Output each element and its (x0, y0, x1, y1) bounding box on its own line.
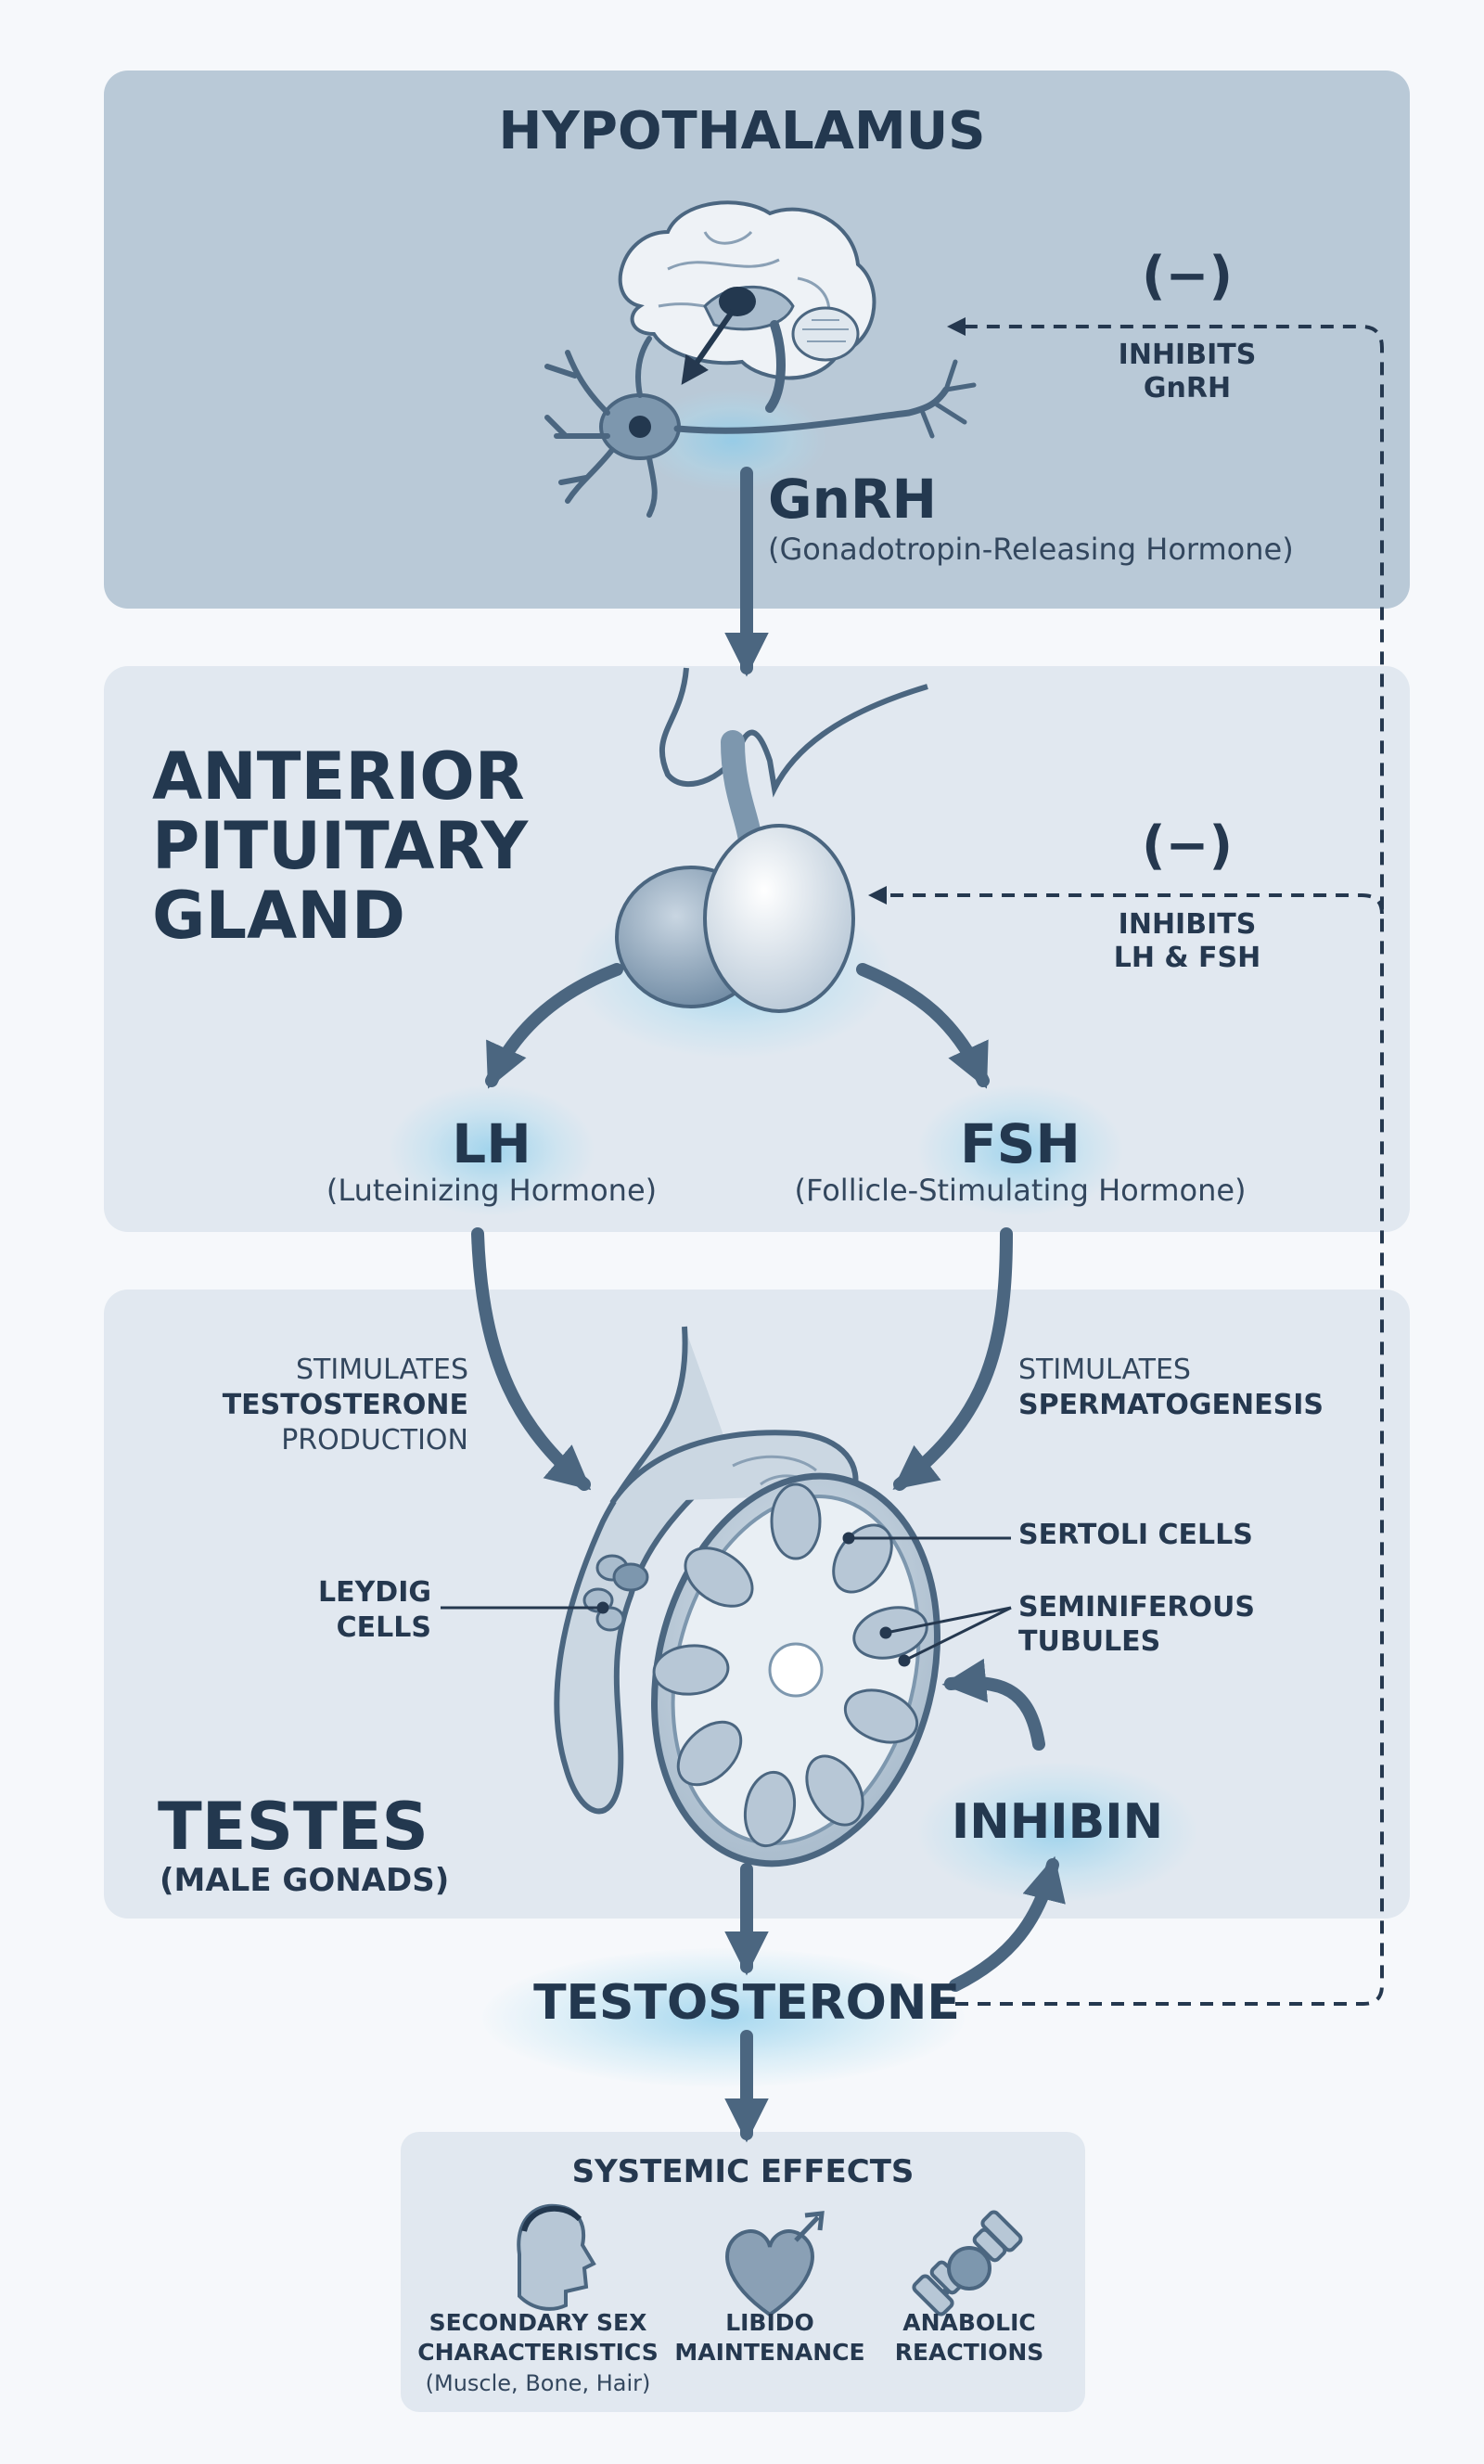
lh-glow (390, 1085, 594, 1215)
pituitary-title-line1: ANTERIOR (152, 738, 525, 815)
label-pointers (441, 1532, 1012, 1667)
flow-arrows (471, 467, 1066, 2143)
inhibits-lh-fsh-line1: INHIBITS (1118, 908, 1257, 941)
inhibits-gnrh-line1: INHIBITS (1118, 339, 1257, 371)
effect-anabolic-line1: ANABOLIC (902, 2309, 1036, 2336)
effect-anabolic-line2: REACTIONS (894, 2339, 1044, 2366)
fsh-label: FSH (960, 1112, 1081, 1175)
testis-illustration (554, 1326, 940, 1867)
systemic-effects-title: SYSTEMIC EFFECTS (571, 2153, 915, 2190)
leydig-cells-line1: LEYDIG (317, 1576, 431, 1609)
lh-full-name: (Luteinizing Hormone) (326, 1173, 658, 1208)
testosterone-glow (482, 1948, 965, 2087)
pituitary-title-line3: GLAND (152, 878, 405, 954)
fsh-to-testis-arrow (892, 1227, 1013, 1491)
inhibin-label: INHIBIN (951, 1794, 1164, 1850)
fsh-full-name: (Follicle-Stimulating Hormone) (794, 1173, 1247, 1208)
negative-feedback-line (868, 317, 1384, 2006)
lh-label: LH (452, 1112, 531, 1175)
seminiferous-tubules-line2: TUBULES (1018, 1625, 1161, 1658)
sertoli-cells-label: SERTOLI CELLS (1018, 1519, 1253, 1551)
male-head-icon (517, 2203, 596, 2311)
fsh-glow (918, 1085, 1122, 1215)
inhibin-to-testis-arrow (941, 1658, 1045, 1751)
lh-to-testis-arrow (471, 1227, 592, 1491)
feedback-minus-top: (−) (1141, 246, 1234, 306)
effect-secondary-note: (Muscle, Bone, Hair) (425, 2370, 651, 2396)
hypothalamus-title: HYPOTHALAMUS (498, 101, 986, 161)
brain-icon (618, 200, 876, 413)
fsh-effect-line2: SPERMATOGENESIS (1018, 1389, 1324, 1421)
gnrh-full-name: (Gonadotropin-Releasing Hormone) (768, 532, 1294, 567)
dumbbell-icon (912, 2210, 1023, 2316)
pituitary-to-lh-arrow (485, 963, 623, 1089)
heart-male-symbol-icon (725, 2211, 825, 2317)
neuron-icon (544, 336, 977, 518)
testosterone-to-inhibin-arrow (949, 1855, 1066, 1992)
pituitary-gland-icon (615, 667, 928, 1013)
inhibits-gnrh-line2: GnRH (1143, 372, 1232, 404)
lh-effect-line1: STIMULATES (296, 1354, 468, 1386)
leydig-cells-line2: CELLS (336, 1611, 431, 1644)
lh-effect-line3: PRODUCTION (281, 1424, 468, 1457)
effect-secondary-line1: SECONDARY SEX (429, 2309, 647, 2336)
effect-secondary-line2: CHARACTERISTICS (417, 2339, 659, 2366)
effect-libido-line1: LIBIDO (725, 2309, 814, 2336)
effect-libido-line2: MAINTENANCE (674, 2339, 865, 2366)
pituitary-to-fsh-arrow (856, 963, 990, 1089)
lh-effect-line2: TESTOSTERONE (222, 1389, 468, 1421)
testes-subtitle: (MALE GONADS) (160, 1862, 450, 1899)
pituitary-title-line2: PITUITARY (152, 808, 529, 884)
gnrh-label: GnRH (768, 468, 938, 531)
seminiferous-tubules-line1: SEMINIFEROUS (1018, 1591, 1255, 1623)
feedback-minus-mid: (−) (1141, 815, 1234, 876)
inhibits-lh-fsh-line2: LH & FSH (1113, 942, 1261, 974)
testes-title: TESTES (158, 1789, 429, 1865)
fsh-effect-line1: STIMULATES (1018, 1354, 1191, 1386)
testosterone-label: TESTOSTERONE (533, 1975, 960, 2031)
